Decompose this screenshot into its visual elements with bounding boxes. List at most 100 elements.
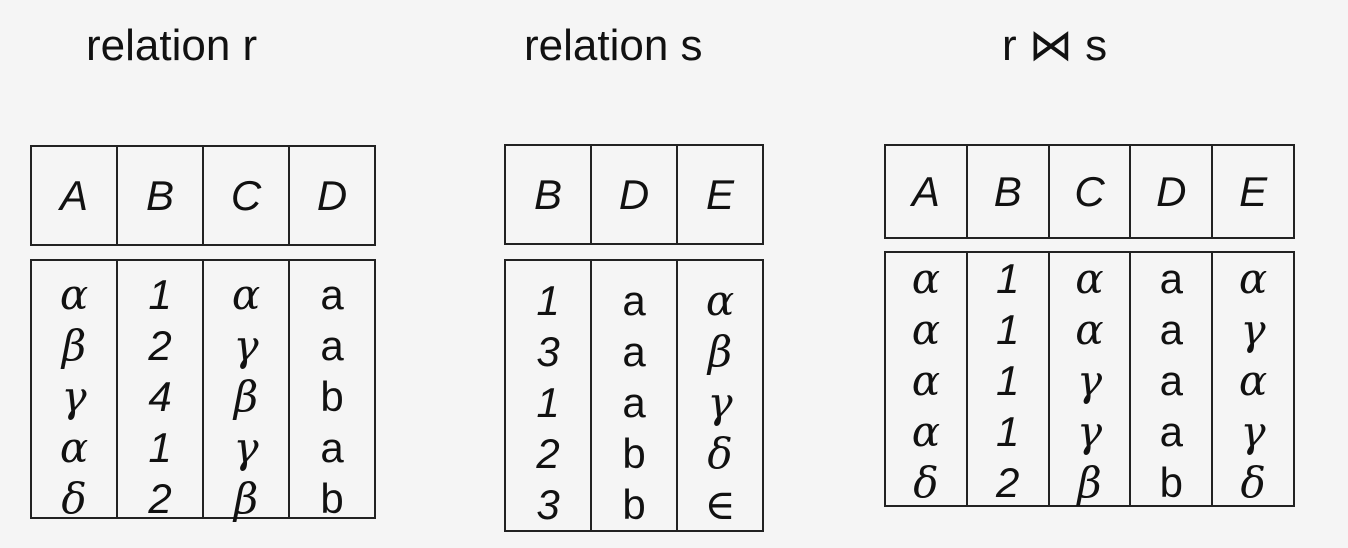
table-cell: α bbox=[911, 254, 941, 303]
table-cell: 1 bbox=[536, 277, 560, 324]
table-cell: b bbox=[1159, 459, 1183, 506]
column-header: D bbox=[1156, 167, 1187, 215]
table-cell: 1 bbox=[996, 408, 1020, 455]
join-result-col-4: E bbox=[1211, 146, 1293, 237]
table-cell: α bbox=[911, 356, 941, 405]
column-header: B bbox=[993, 167, 1022, 215]
relation-s-col-2: E bbox=[676, 146, 762, 243]
table-cell: α bbox=[705, 276, 735, 325]
table-cell: α bbox=[1075, 305, 1104, 354]
column-header: E bbox=[705, 170, 734, 218]
table-cell: 1 bbox=[148, 271, 172, 318]
table-cell: α bbox=[59, 270, 89, 319]
table-cell: β bbox=[233, 372, 259, 421]
table-cell: γ bbox=[1240, 407, 1266, 456]
table-cell: 1 bbox=[996, 357, 1020, 404]
relation-s-col-0: B bbox=[506, 146, 590, 243]
column-header: B bbox=[533, 170, 562, 218]
table-cell: β bbox=[1077, 458, 1102, 507]
table-cell: γ bbox=[233, 321, 259, 370]
table-cell: α bbox=[911, 305, 941, 354]
table-cell: α bbox=[911, 407, 941, 456]
table-cell: δ bbox=[1240, 458, 1266, 507]
column-header: A bbox=[911, 167, 940, 215]
relation-r-header: A B C D bbox=[30, 145, 376, 246]
table-cell: α bbox=[231, 270, 261, 319]
table-cell: a bbox=[622, 328, 646, 375]
table-cell: δ bbox=[707, 429, 733, 478]
table-cell: 2 bbox=[148, 475, 172, 522]
table-cell: 1 bbox=[148, 424, 172, 471]
join-result-col-3: D bbox=[1129, 146, 1211, 237]
table-cell: 2 bbox=[148, 322, 172, 369]
relation-r-col-1: B bbox=[116, 147, 202, 244]
table-cell: b bbox=[320, 475, 344, 522]
table-cell: 2 bbox=[536, 430, 560, 477]
table-cell: β bbox=[233, 474, 259, 523]
column-header: D bbox=[316, 171, 348, 219]
table-cell: 2 bbox=[996, 459, 1020, 506]
table-cell: b bbox=[622, 481, 646, 528]
column-header: A bbox=[59, 171, 88, 219]
table-cell: b bbox=[320, 373, 344, 420]
column-header: B bbox=[145, 171, 174, 219]
table-cell: γ bbox=[707, 378, 733, 427]
table-cell: γ bbox=[233, 423, 259, 472]
table-cell: a bbox=[320, 424, 344, 471]
table-cell: γ bbox=[61, 372, 87, 421]
relation-r-col-0: A bbox=[32, 147, 116, 244]
table-cell: 1 bbox=[536, 379, 560, 426]
join-result-header: A B C D E bbox=[884, 144, 1295, 239]
column-header: E bbox=[1239, 167, 1268, 215]
column-header: C bbox=[1074, 167, 1105, 215]
table-cell: ∈ bbox=[704, 480, 736, 529]
table-cell: δ bbox=[61, 474, 87, 523]
join-result-col-0: A bbox=[886, 146, 966, 237]
relation-r-col-3: D bbox=[288, 147, 374, 244]
table-cell: α bbox=[1238, 254, 1268, 303]
table-cell: a bbox=[1159, 357, 1183, 404]
table-cell: α bbox=[1075, 254, 1104, 303]
table-cell: a bbox=[1159, 255, 1183, 302]
relation-s-title: relation s bbox=[524, 21, 703, 70]
table-cell: 1 bbox=[996, 306, 1020, 353]
table-cell: a bbox=[622, 379, 646, 426]
table-cell: β bbox=[707, 327, 733, 376]
join-result-col-1: B bbox=[965, 146, 1048, 237]
relation-r-col-2: C bbox=[202, 147, 288, 244]
table-cell: a bbox=[1159, 408, 1183, 455]
table-cell: β bbox=[61, 321, 87, 370]
table-cell: γ bbox=[1076, 407, 1103, 456]
table-cell: γ bbox=[1240, 305, 1266, 354]
table-cell: a bbox=[622, 277, 646, 324]
table-cell: b bbox=[622, 430, 646, 477]
table-cell: 3 bbox=[536, 328, 560, 375]
join-result-col-2: C bbox=[1047, 146, 1130, 237]
table-cell: a bbox=[320, 271, 344, 318]
natural-join-title: r ⋈ s bbox=[1002, 21, 1108, 70]
column-header: D bbox=[618, 170, 650, 218]
table-cell: 1 bbox=[996, 255, 1020, 302]
table-cell: a bbox=[320, 322, 344, 369]
table-cell: 3 bbox=[536, 481, 560, 528]
relation-r-title: relation r bbox=[86, 21, 258, 70]
table-cell: a bbox=[1159, 306, 1183, 353]
table-cell: γ bbox=[1076, 356, 1103, 405]
column-header: C bbox=[230, 171, 262, 219]
